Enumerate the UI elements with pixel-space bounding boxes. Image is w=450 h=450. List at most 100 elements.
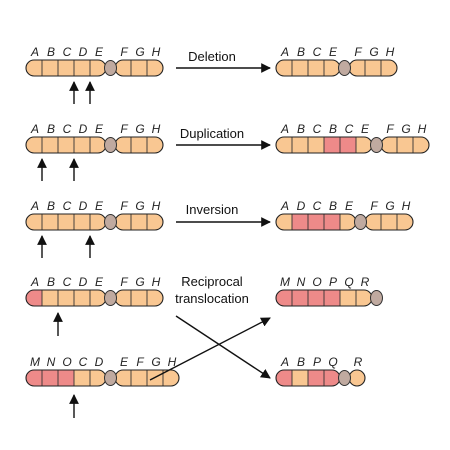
gene-letter-q: Q xyxy=(344,275,353,289)
gene-letter-c: C xyxy=(313,45,322,59)
gene-letter-a: A xyxy=(30,275,39,289)
gene-segment-n xyxy=(42,370,58,386)
gene-letter-g: G xyxy=(385,199,394,213)
gene-letter-e: E xyxy=(95,275,104,289)
gene-letter-a: A xyxy=(30,199,39,213)
gene-letter-d: D xyxy=(79,45,88,59)
gene-letter-g: G xyxy=(135,45,144,59)
gene-letter-c: C xyxy=(313,122,322,136)
gene-segment-c xyxy=(340,137,356,153)
gene-segment-m xyxy=(26,370,42,386)
gene-segment-r xyxy=(349,370,365,386)
gene-letter-b: B xyxy=(329,199,337,213)
reciprocal-translocation-label-line2: translocation xyxy=(175,291,249,306)
gene-segment-c xyxy=(58,290,74,306)
gene-letter-a: A xyxy=(280,122,289,136)
gene-letter-g: G xyxy=(135,122,144,136)
gene-letter-c: C xyxy=(63,45,72,59)
gene-segment-c xyxy=(58,137,74,153)
gene-segment-e xyxy=(90,214,106,230)
gene-segment-d xyxy=(292,214,308,230)
gene-letter-e: E xyxy=(95,199,104,213)
gene-segment-a xyxy=(276,214,292,230)
gene-letter-f: F xyxy=(120,275,128,289)
gene-segment-c xyxy=(308,214,324,230)
reciprocal-translocation-label-line1: Reciprocal xyxy=(181,274,243,289)
gene-letter-e: E xyxy=(345,199,354,213)
gene-segment-b xyxy=(292,60,308,76)
gene-letter-f: F xyxy=(120,45,128,59)
gene-segment-a xyxy=(276,370,292,386)
gene-letter-b: B xyxy=(47,45,55,59)
gene-letter-g: G xyxy=(135,199,144,213)
gene-letter-f: F xyxy=(120,122,128,136)
gene-letter-a: A xyxy=(280,355,289,369)
gene-segment-h xyxy=(147,60,163,76)
gene-segment-h xyxy=(147,214,163,230)
gene-letter-o: O xyxy=(312,275,321,289)
gene-segment-c xyxy=(58,214,74,230)
gene-segment-a xyxy=(26,214,42,230)
gene-segment-m xyxy=(276,290,292,306)
gene-segment-h xyxy=(381,60,397,76)
gene-segment-h xyxy=(147,290,163,306)
gene-segment-a xyxy=(26,137,42,153)
gene-segment-n xyxy=(292,290,308,306)
gene-segment-c xyxy=(308,60,324,76)
gene-segment-h xyxy=(397,214,413,230)
centromere xyxy=(338,60,351,76)
gene-letter-e: E xyxy=(95,122,104,136)
gene-letter-c: C xyxy=(63,275,72,289)
gene-letter-p: P xyxy=(313,355,321,369)
gene-letter-c: C xyxy=(79,355,88,369)
gene-letter-a: A xyxy=(280,45,289,59)
gene-letter-b: B xyxy=(297,122,305,136)
gene-segment-g xyxy=(131,214,147,230)
gene-letter-b: B xyxy=(297,45,305,59)
gene-segment-b xyxy=(42,290,58,306)
gene-segment-f xyxy=(115,137,131,153)
gene-letter-b: B xyxy=(47,122,55,136)
gene-letter-d: D xyxy=(79,275,88,289)
gene-segment-h xyxy=(413,137,429,153)
gene-segment-e xyxy=(90,290,106,306)
gene-letter-a: A xyxy=(280,199,289,213)
gene-segment-b xyxy=(292,370,308,386)
gene-segment-f xyxy=(115,290,131,306)
gene-segment-g xyxy=(131,137,147,153)
gene-segment-d xyxy=(74,137,90,153)
gene-letter-h: H xyxy=(418,122,427,136)
gene-segment-r xyxy=(356,290,372,306)
gene-segment-o xyxy=(308,290,324,306)
gene-segment-a xyxy=(276,60,292,76)
gene-segment-b xyxy=(42,137,58,153)
gene-segment-f xyxy=(381,137,397,153)
centromere xyxy=(338,370,351,386)
gene-segment-a xyxy=(26,290,42,306)
gene-segment-f xyxy=(131,370,147,386)
gene-segment-c xyxy=(74,370,90,386)
gene-segment-b xyxy=(324,137,340,153)
gene-letter-g: G xyxy=(135,275,144,289)
centromere xyxy=(104,137,117,153)
gene-letter-f: F xyxy=(370,199,378,213)
gene-segment-q xyxy=(340,290,356,306)
gene-letter-e: E xyxy=(120,355,129,369)
gene-segment-f xyxy=(349,60,365,76)
gene-letter-d: D xyxy=(79,199,88,213)
gene-segment-a xyxy=(26,60,42,76)
gene-segment-b xyxy=(42,60,58,76)
gene-letter-h: H xyxy=(152,45,161,59)
gene-segment-g xyxy=(397,137,413,153)
gene-segment-o xyxy=(58,370,74,386)
gene-segment-c xyxy=(58,60,74,76)
centromere xyxy=(370,137,383,153)
gene-letter-r: R xyxy=(354,355,363,369)
